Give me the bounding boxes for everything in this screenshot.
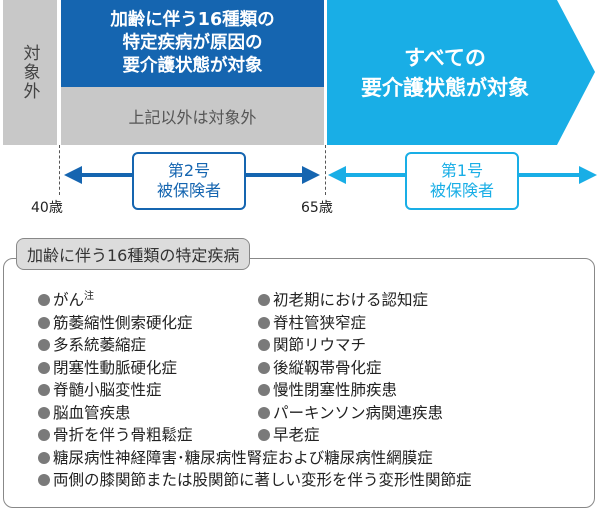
disease-name: 脳血管疾患	[53, 403, 131, 422]
age-40-divider	[59, 145, 60, 195]
bullet-icon	[38, 316, 50, 329]
not-covered-label: 対象外	[19, 44, 40, 101]
disease-item: 関節リウマチ	[258, 336, 366, 354]
bullet-icon	[38, 474, 50, 486]
disease-name: 閉塞性動脈硬化症	[53, 358, 178, 377]
group-1-insured-badge: 第1号 被保険者	[405, 152, 519, 210]
disease-item: 脊柱管狭窄症	[258, 314, 366, 332]
disease-name: 早老症	[273, 426, 320, 444]
light-arrow-left-head	[328, 166, 346, 184]
disease-item: がん注	[38, 291, 94, 309]
disease-item: 初老期における認知症	[258, 291, 428, 309]
disease-name: 関節リウマチ	[273, 336, 367, 354]
disease-item: 脊髄小脳変性症	[38, 381, 162, 399]
disease-item: 慢性閉塞性肺疾患	[258, 381, 397, 399]
disease-item: 後縦靱帯骨化症	[258, 359, 382, 377]
group-1-line-1: 第1号	[440, 161, 484, 180]
bullet-icon	[258, 361, 270, 374]
bullet-icon	[258, 339, 270, 351]
all-covered-text: すべての 要介護状態が対象	[330, 0, 560, 145]
disease-item: 糖尿病性神経障害･糖尿病性腎症および糖尿病性網膜症	[38, 449, 433, 467]
disease-item: 筋萎縮性側索硬化症	[38, 314, 193, 332]
disease-list-panel	[3, 258, 595, 508]
bullet-icon	[38, 451, 50, 464]
all-covered-arrow	[327, 0, 595, 145]
disease-name: 両側の膝関節または股関節に著しい変形を伴う変形性関節症	[53, 471, 472, 489]
disease-list-title: 加齢に伴う16種類の特定疾病	[16, 238, 251, 270]
bullet-icon	[258, 406, 270, 419]
disease-name: 初老期における認知症	[273, 291, 429, 309]
dark-arrow-right-head	[302, 166, 320, 184]
disease-name: 脊髄小脳変性症	[53, 381, 162, 399]
disease-name: 後縦靱帯骨化症	[273, 358, 382, 377]
bullet-icon	[38, 429, 50, 441]
bullet-icon	[258, 384, 270, 396]
bullet-icon	[258, 294, 270, 306]
disease-item: 両側の膝関節または股関節に著しい変形を伴う変形性関節症	[38, 471, 472, 489]
not-covered-box: 対象外	[3, 0, 57, 145]
disease-name: 脊柱管狭窄症	[273, 313, 367, 332]
group-2-line-2: 被保険者	[156, 181, 221, 200]
disease-name: がん	[53, 291, 85, 309]
group-2-line-1: 第2号	[167, 161, 211, 180]
age-40-label: 40歳	[31, 200, 63, 216]
specified-disease-line-2: 特定疾病が原因の	[122, 33, 263, 53]
group-1-line-2: 被保険者	[429, 181, 494, 200]
dark-arrow-left-head	[64, 166, 82, 184]
specified-disease-line-3: 要介護状態が対象	[122, 56, 263, 76]
disease-name: 骨折を伴う骨粗鬆症	[53, 426, 193, 444]
other-not-covered-box: 上記以外は対象外	[61, 87, 324, 145]
bullet-icon	[38, 339, 50, 351]
specified-disease-line-1: 加齢に伴う16種類の	[110, 10, 275, 30]
group-2-insured-badge: 第2号 被保険者	[132, 152, 246, 210]
bullet-icon	[258, 316, 270, 329]
disease-item: 脳血管疾患	[38, 404, 131, 422]
disease-item: 早老症	[258, 426, 320, 444]
bullet-icon	[38, 294, 50, 306]
bullet-icon	[38, 406, 50, 419]
disease-item: 多系統萎縮症	[38, 336, 146, 354]
disease-name: 糖尿病性神経障害･糖尿病性腎症および糖尿病性網膜症	[53, 448, 433, 467]
bullet-icon	[38, 361, 50, 374]
disease-name: 多系統萎縮症	[53, 336, 147, 354]
disease-name: 筋萎縮性側索硬化症	[53, 313, 193, 332]
specified-disease-box: 加齢に伴う16種類の 特定疾病が原因の 要介護状態が対象	[61, 0, 324, 87]
disease-item: 骨折を伴う骨粗鬆症	[38, 426, 193, 444]
disease-item: 閉塞性動脈硬化症	[38, 359, 177, 377]
age-65-label: 65歳	[301, 200, 333, 216]
bullet-icon	[258, 429, 270, 441]
footnote-mark: 注	[84, 291, 95, 302]
disease-name: 慢性閉塞性肺疾患	[273, 381, 398, 399]
disease-name: パーキンソン病関連疾患	[273, 403, 444, 422]
all-covered-line-2: 要介護状態が対象	[361, 75, 529, 100]
light-arrow-right-head	[579, 166, 597, 184]
disease-item: パーキンソン病関連疾患	[258, 404, 443, 422]
age-65-divider	[325, 145, 326, 195]
other-not-covered-label: 上記以外は対象外	[128, 108, 257, 127]
all-covered-line-1: すべての	[404, 45, 486, 70]
bullet-icon	[38, 384, 50, 396]
